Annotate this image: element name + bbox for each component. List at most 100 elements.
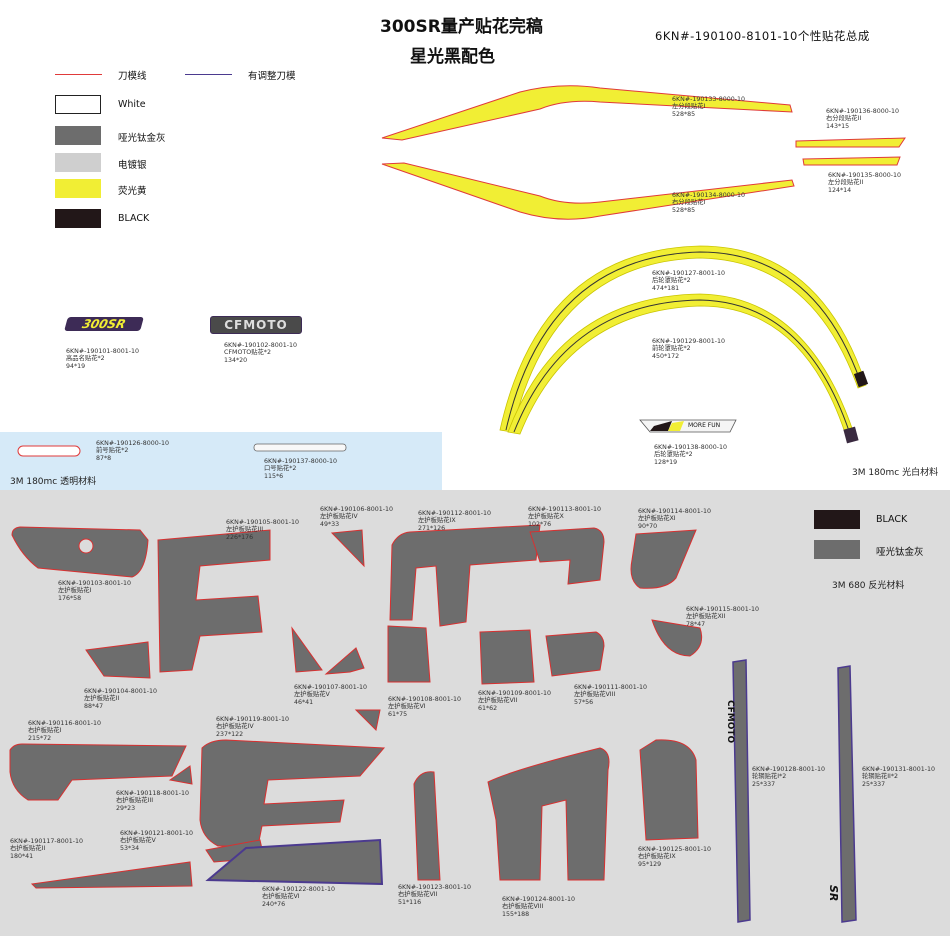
swatch-fluorescent-yellow-label: 荧光黄 bbox=[118, 186, 147, 197]
swatch-chrome-silver-label: 电镀银 bbox=[118, 160, 147, 171]
material-clear: 3M 180mc 透明材料 bbox=[10, 477, 97, 487]
decal-small-triangle-shape bbox=[291, 626, 323, 673]
decal-p127-tip bbox=[853, 370, 869, 388]
badge-cfmoto: CFMOTO bbox=[210, 316, 302, 334]
decal-p109-shape bbox=[479, 629, 535, 685]
decal-p129-inner-line bbox=[513, 299, 853, 441]
decal-p123-shape bbox=[413, 771, 441, 881]
swatch-matte-titanium-grey-label: 哑光钛金灰 bbox=[118, 133, 166, 144]
rim-sr-logo: SR bbox=[827, 885, 840, 902]
decal-p108-shape bbox=[387, 625, 431, 683]
legend-cut-line-label: 刀模线 bbox=[118, 71, 147, 82]
decal-p114-shape bbox=[630, 529, 697, 589]
swatch-black-label: BLACK bbox=[118, 213, 150, 224]
decal-p113-shape bbox=[529, 527, 605, 585]
swatch-white-label: White bbox=[118, 99, 146, 110]
decal-tip-shape bbox=[354, 709, 381, 732]
swatch-fluorescent-yellow bbox=[55, 179, 101, 198]
decal-p133-shape bbox=[381, 85, 793, 141]
decal-p129-tip bbox=[843, 426, 859, 444]
swatch-chrome-silver bbox=[55, 153, 101, 172]
legend-cut-line bbox=[55, 74, 102, 75]
more-fun-badge-yellow bbox=[668, 421, 684, 431]
decal-p131-shape bbox=[837, 665, 857, 923]
decal-p126-shape bbox=[17, 445, 81, 457]
decal-p125-shape bbox=[639, 739, 699, 841]
assembly-code: 6KN#-190100-8101-10个性贴花总成 bbox=[655, 29, 870, 43]
decal-p107-shape bbox=[324, 647, 365, 675]
swatch-white bbox=[55, 95, 101, 114]
more-fun-text: MORE FUN bbox=[688, 422, 721, 429]
decal-p103-hole bbox=[78, 538, 94, 554]
decal-p124-shape bbox=[487, 747, 610, 881]
decal-p134-shape bbox=[381, 162, 795, 220]
decal-p103-shape bbox=[11, 526, 149, 578]
page-title: 300SR量产贴花完稿 bbox=[380, 17, 543, 37]
more-fun-badge-stripes bbox=[650, 421, 672, 431]
decal-p136-shape bbox=[795, 137, 906, 148]
reflective-legend-grey-label: 哑光钛金灰 bbox=[876, 547, 924, 558]
decal-p119-shape bbox=[199, 739, 386, 847]
decal-p115-shape bbox=[651, 619, 703, 657]
clear-material-panel bbox=[0, 432, 442, 490]
decal-p137-shape bbox=[253, 443, 347, 452]
decal-p127-shape bbox=[499, 245, 867, 433]
rim-cfmoto-logo: CFMOTO bbox=[725, 700, 735, 744]
decal-p105-shape bbox=[157, 529, 271, 673]
reflective-swatch-grey bbox=[814, 540, 860, 559]
reflective-legend-black-label: BLACK bbox=[876, 514, 908, 525]
decal-p117-shape bbox=[30, 861, 193, 889]
material-reflective: 3M 680 反光材料 bbox=[832, 581, 905, 591]
reflective-swatch-black bbox=[814, 510, 860, 529]
badge-300sr: 300SR bbox=[64, 317, 144, 331]
decal-p128-shape bbox=[732, 659, 751, 923]
material-white: 3M 180mc 光白材料 bbox=[852, 468, 939, 478]
legend-adjusted-line bbox=[185, 74, 232, 75]
swatch-matte-titanium-grey bbox=[55, 126, 101, 145]
decal-p116-shape bbox=[9, 743, 187, 801]
decal-p106-shape bbox=[330, 529, 365, 568]
decal-p122-shape bbox=[205, 838, 384, 886]
decal-p104-shape bbox=[85, 641, 151, 679]
decal-p127-inner-line bbox=[505, 251, 863, 431]
page-subtitle: 星光黑配色 bbox=[410, 47, 495, 67]
decal-p112-shape bbox=[389, 524, 541, 627]
decal-p111-shape bbox=[545, 631, 605, 677]
swatch-black bbox=[55, 209, 101, 228]
